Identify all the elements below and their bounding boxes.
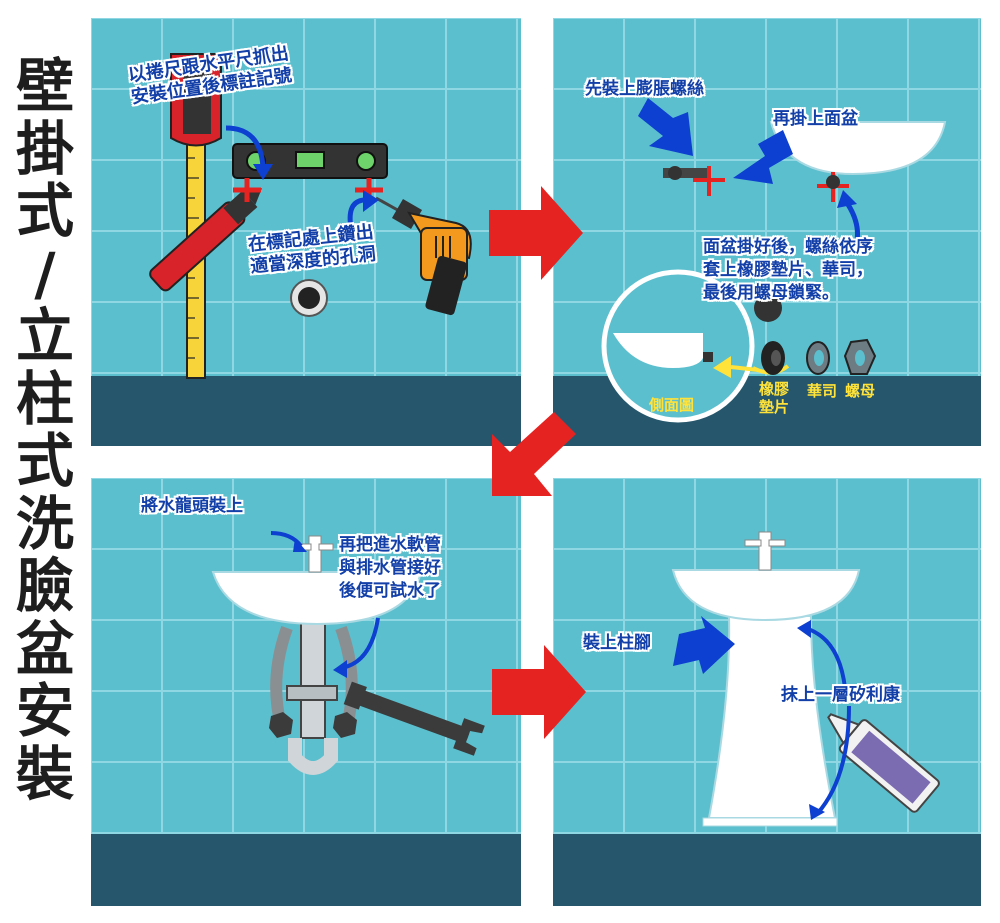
step4-illustration [671, 531, 940, 827]
pedestal-icon [702, 615, 838, 827]
power-drill-icon [375, 196, 472, 316]
step3-illustration [211, 531, 485, 775]
title-char: 掛 [15, 114, 74, 183]
pointer-arrow-icon [733, 130, 793, 184]
washer-label: 華司 [807, 382, 838, 400]
floor [91, 834, 521, 906]
drain-pipe-icon [286, 617, 338, 775]
step4-panel: 裝上柱腳 抹上一層矽利康 [553, 478, 981, 906]
pointer-arrow-icon [638, 98, 693, 156]
step3-panel: 將水龍頭裝上 再把進水軟管 與排水管接好 後便可試水了 [91, 478, 521, 906]
rubber-gasket-label: 橡膠 墊片 [759, 380, 790, 416]
wrench-icon [343, 681, 485, 756]
title-char: 安 [15, 677, 74, 745]
step1-panel: 以捲尺跟水平尺抓出 安裝位置後標註記號 在標記處上鑽出 適當深度的孔洞 [91, 18, 521, 446]
side-view-circle [601, 269, 782, 423]
nut-icon [269, 712, 357, 738]
step1-illustration [149, 53, 472, 379]
pointer-arrow-icon [804, 626, 847, 689]
nut-label: 螺母 [845, 382, 876, 400]
step4-pedestal-label: 裝上柱腳 [583, 633, 651, 653]
expansion-bolt-icon [663, 166, 711, 180]
title-char: / [34, 239, 56, 308]
step2-panel: 先裝上膨脹螺絲 再掛上面盆 面盆掛好後，螺絲依序 套上橡膠墊片、華司， 最後用螺… [553, 18, 981, 446]
floor [91, 376, 521, 446]
step3-hoses-label: 再把進水軟管 與排水管接好 後便可試水了 [339, 535, 441, 601]
spirit-level-icon [232, 143, 388, 179]
title-char: 壁 [15, 52, 74, 120]
mark-cross-icon [233, 178, 383, 202]
marker-pen-icon [149, 188, 262, 292]
wash-basin-icon [671, 569, 861, 622]
title-char: 裝 [15, 739, 74, 808]
title-char: 式 [15, 177, 74, 245]
rubber-gasket-icon [761, 341, 785, 375]
washer-icon [806, 341, 830, 375]
pointer-arrow-icon [815, 705, 851, 816]
title-char: 立 [15, 302, 74, 370]
title-char: 柱 [15, 364, 74, 433]
tile-wall [553, 18, 981, 446]
wash-basin-icon [769, 121, 947, 176]
silicone-tube-icon [827, 713, 940, 813]
step3-faucet-label: 將水龍頭裝上 [141, 496, 243, 516]
faucet-icon [296, 535, 334, 573]
pointer-arrow-icon [673, 616, 735, 674]
title-char: 洗 [15, 489, 74, 558]
nut-icon [843, 338, 877, 375]
side-view-label: 側面圖 [649, 396, 695, 414]
inlet-hose-icon [270, 625, 293, 728]
title-char: 臉 [15, 552, 74, 620]
step4-silicone-label: 抹上一層矽利康 [781, 685, 900, 705]
faucet-icon [744, 531, 786, 571]
title-char: 式 [15, 427, 74, 495]
pointer-arrow-icon [225, 125, 266, 169]
drill-hole-icon [290, 279, 328, 317]
title-char: 盆 [15, 614, 74, 683]
flow-arrow-right-top [489, 186, 583, 280]
flow-arrow-diagonal [492, 412, 576, 496]
wash-basin-icon [211, 571, 423, 626]
floor [553, 834, 981, 906]
step2-bolt-label: 先裝上膨脹螺絲 [585, 79, 704, 99]
flow-arrow-right-bottom [492, 645, 586, 739]
page-title: 壁掛式/立柱式洗臉盆安裝 [8, 55, 82, 805]
step2-basin-label: 再掛上面盆 [773, 109, 858, 129]
step2-illustration [601, 98, 947, 423]
step2-fasten-label: 面盆掛好後，螺絲依序 套上橡膠墊片、華司， 最後用螺母鎖緊。 [703, 237, 873, 303]
